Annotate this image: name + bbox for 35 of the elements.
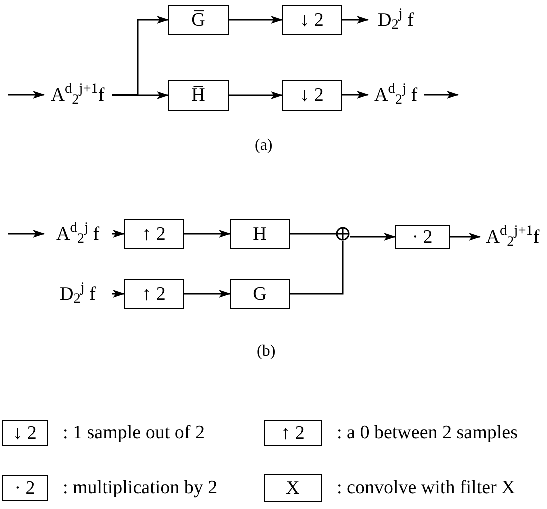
- block-box: · 2: [395, 225, 450, 249]
- connector-line: [290, 233, 336, 235]
- legend-description: : multiplication by 2: [63, 478, 218, 498]
- arrow: [8, 91, 45, 99]
- legend-description: : convolve with filter X: [337, 478, 516, 498]
- arrow: [229, 92, 283, 100]
- arrow: [342, 91, 369, 99]
- legend-description: : a 0 between 2 samples: [337, 424, 518, 442]
- signal-label: D$_{2}$$^{j}$ f: [44, 279, 112, 309]
- signal-label: D$_{2}$$^{j}$ f: [368, 5, 424, 35]
- connector-line: [290, 241, 344, 295]
- summing-junction: [336, 227, 350, 241]
- arrow: [112, 16, 169, 96]
- block-box: G: [230, 279, 290, 309]
- arrow: [8, 230, 45, 238]
- legend-description: : 1 sample out of 2: [63, 424, 205, 442]
- block-box: H̅: [168, 80, 229, 111]
- block-box: H: [230, 219, 290, 249]
- arrow: [342, 16, 369, 24]
- arrow: [350, 233, 396, 241]
- arrow: [184, 230, 231, 238]
- arrow: [184, 290, 231, 298]
- arrow: [424, 91, 459, 99]
- block-box: ↓ 2: [282, 80, 342, 111]
- arrow: [229, 16, 283, 24]
- arrow: [112, 290, 125, 298]
- arrow: [450, 233, 481, 241]
- block-box: G̅: [168, 5, 229, 35]
- block-box: ↑ 2: [124, 219, 184, 249]
- subfigure-label: (a): [255, 136, 273, 156]
- subfigure-label: (b): [257, 342, 276, 362]
- block-box: ↑ 2: [124, 279, 184, 309]
- arrow: [112, 230, 125, 238]
- arrow: [112, 92, 169, 100]
- block-box: ↓ 2: [282, 5, 342, 35]
